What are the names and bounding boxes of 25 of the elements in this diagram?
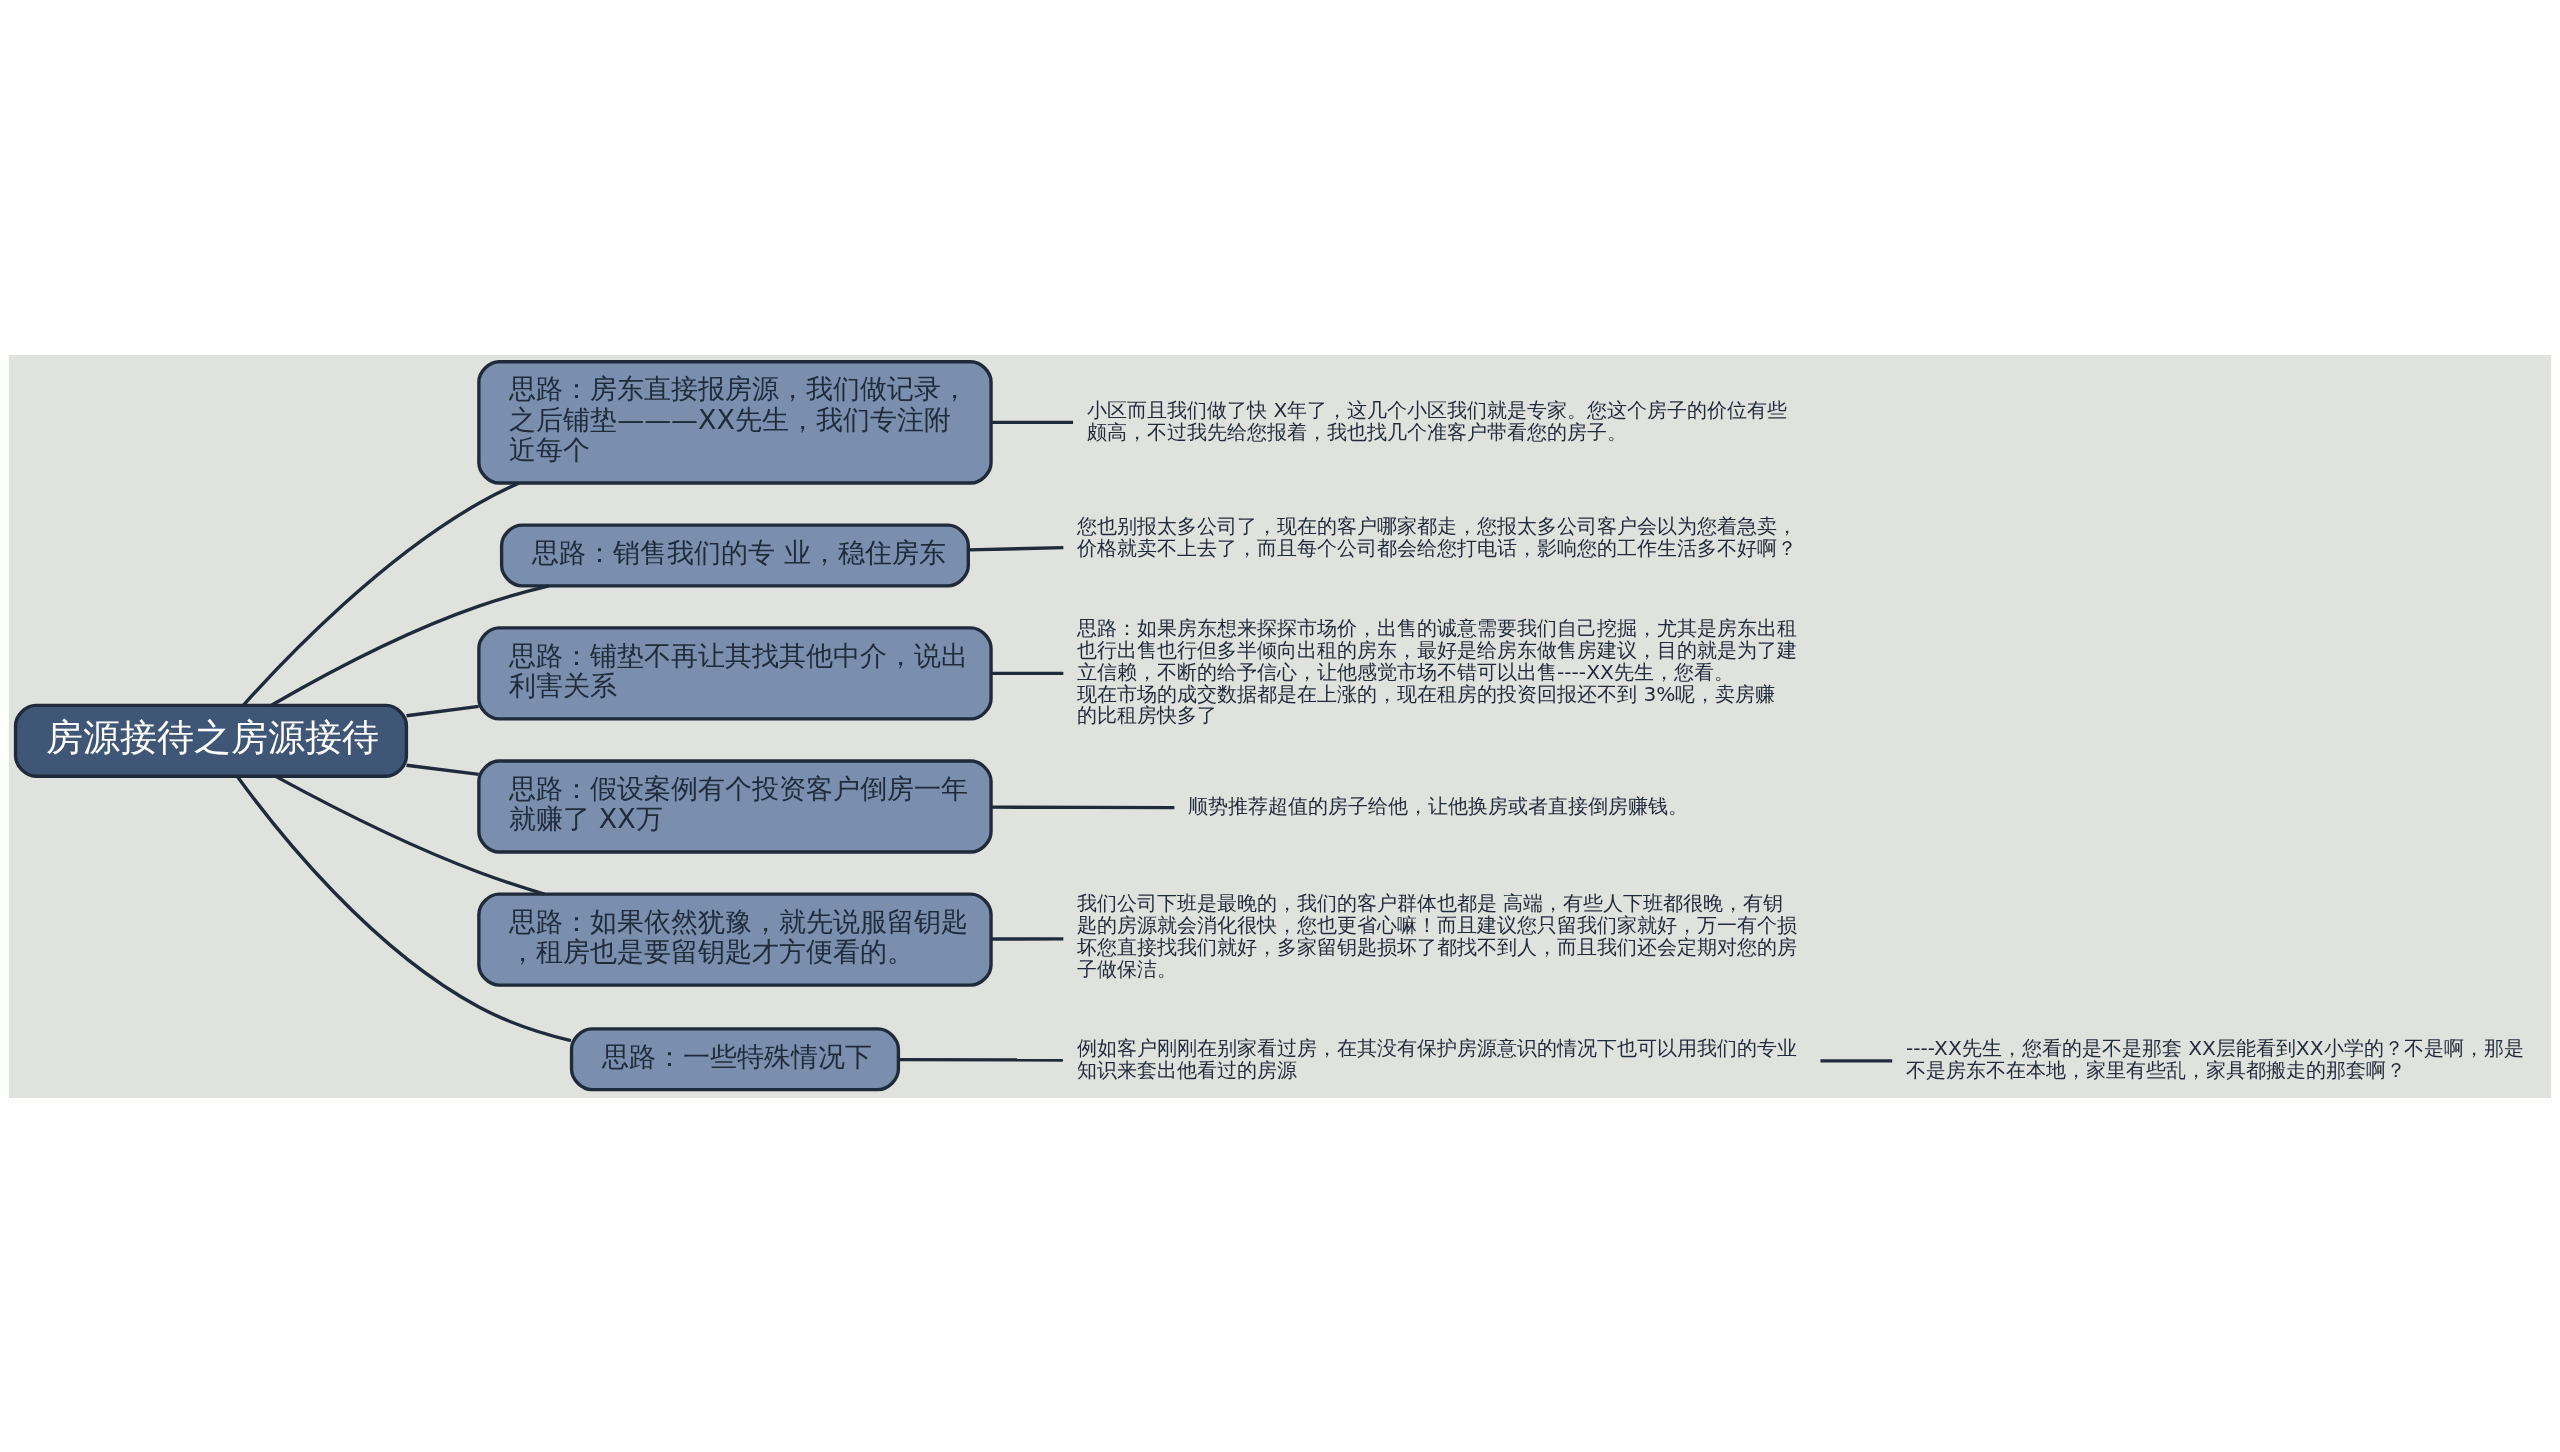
node-box: 思路：假设案例有个投资客户倒房一年就赚了 XX万 [477, 758, 993, 854]
connector [991, 936, 1064, 941]
node-box: 思路：铺垫不再让其找其他中介，说出利害关系 [477, 625, 993, 721]
node-text: 例如客户刚刚在别家看过房，在其没有保护房源意识的情况下也可以用我们的专业知识来套出他看过的房源 [1076, 1035, 1797, 1082]
connector [968, 545, 1064, 552]
node-box: 思路：房东直接报房源，我们做记录，之后铺垫———XX先生，我们专注附近每个 [477, 359, 993, 485]
node-box: 思路：一些特殊情况下 [569, 1026, 901, 1091]
connector [406, 763, 479, 776]
node-text: 您也别报太多公司了，现在的客户哪家都走，您报太多公司客户会以为您着急卖，价格就卖不上去了，而且每个公司都会给您打电话，影响您的工作生活多不好啊？ [1076, 513, 1797, 560]
connector [991, 671, 1064, 675]
node-box: 思路：销售我们的专 业，稳住房东 [499, 523, 970, 587]
node-text: 小区而且我们做了快 X年了，这几个小区我们就是专家。您这个房子的价位有些颇高，不过我先给您报着，我也找几个准客户带看您的房子。 [1087, 397, 1788, 444]
node-text: 思路：如果房东想来探探市场价，出售的诚意需要我们自己挖掘，尤其是房东出租也行出售也行但多半倾向出租的房东，最好是给房东做售房建议，目的就是为了建立信赖，不断的给予信心，让他感觉市场不错可以出售----XX先生，您看。现在市场的成交数据都是在上涨的，现在租房的投资回报还不到 3%呢，卖房赚的比租房快多了 [1076, 615, 1797, 727]
node-text: ----XX先生，您看的是不是那套 XX层能看到XX小学的？不是啊，那是不是房东不在本地，家里有些乱，家具都搬走的那套啊？ [1905, 1035, 2524, 1082]
connector [898, 1057, 1063, 1062]
connector [406, 704, 479, 717]
node-text: 顺势推荐超值的房子给他，让他换房或者直接倒房赚钱。 [1188, 793, 1689, 818]
connector [242, 481, 520, 706]
connector [270, 583, 550, 707]
node-box: 思路：如果依然犹豫，就先说服留钥匙，租房也是要留钥匙才方便看的。 [477, 891, 993, 987]
connector [991, 420, 1074, 424]
node-box: 房源接待之房源接待 [13, 703, 409, 778]
connector [991, 804, 1175, 809]
node-text: 我们公司下班是最晚的，我们的客户群体也都是 高端，有些人下班都很晚，有钥匙的房源就会消化很快，您也更省心嘛！而且建议您只留我们家就好，万一有个损坏您直接找我们就好，多家留钥匙损坏了都找不到人，而且我们还会定期对您的房子做保洁。 [1076, 890, 1797, 981]
connector [1820, 1058, 1893, 1063]
